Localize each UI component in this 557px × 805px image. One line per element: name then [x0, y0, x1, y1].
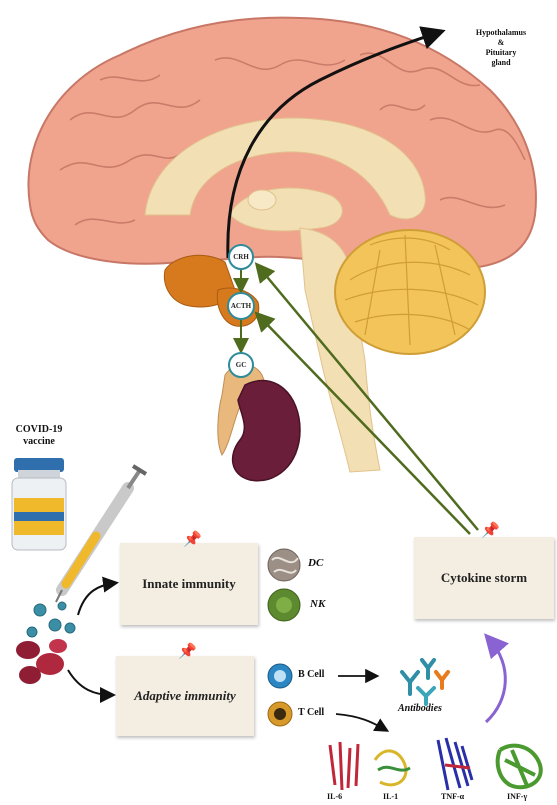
- t-cell-label: T Cell: [298, 707, 324, 718]
- il6-structure: [330, 742, 358, 790]
- pin-icon: 📌: [183, 533, 202, 548]
- il1-structure: [375, 751, 410, 785]
- innate-immunity-label: Innate immunity: [142, 576, 236, 592]
- hypothalamus-label-line2: Pituitary: [455, 48, 547, 58]
- vaccine-vial: [12, 458, 66, 550]
- arrow-to-innate: [78, 583, 115, 615]
- hypothalamus-label: Hypothalamus & Pituitary gland: [455, 28, 547, 68]
- hypothalamus-label-line1: Hypothalamus: [455, 28, 547, 38]
- vaccine-label-line1: COVID-19: [2, 424, 76, 436]
- red-blood-cells: [16, 639, 67, 684]
- dc-cell-icon: [268, 549, 300, 581]
- hypothalamus-label-amp: &: [455, 38, 547, 48]
- gc-node: GC: [228, 352, 254, 378]
- antibodies-icon: [402, 660, 448, 704]
- crh-node: CRH: [228, 244, 254, 270]
- tnf-structure: [438, 738, 472, 790]
- vaccine-label-line2: vaccine: [2, 436, 76, 448]
- kidney: [233, 381, 300, 481]
- adaptive-immunity-label: Adaptive immunity: [134, 688, 235, 704]
- arrow-to-cytokine-storm: [486, 640, 505, 722]
- cytokine-label-tnf: TNF-α: [441, 792, 464, 801]
- ifn-structure: [498, 746, 541, 788]
- vaccine-label: COVID-19 vaccine: [2, 424, 76, 448]
- pin-icon: 📌: [178, 645, 197, 660]
- adaptive-immunity-box: Adaptive immunity: [116, 656, 254, 736]
- acth-node: ACTH: [227, 292, 255, 320]
- cytokine-storm-box: Cytokine storm: [414, 537, 554, 619]
- cytokine-label-ifn: INF-γ: [507, 792, 527, 801]
- cytokine-label-il1: IL-1: [383, 792, 398, 801]
- arrow-to-adaptive: [68, 670, 112, 695]
- arrow-tcell-cytokines: [336, 714, 386, 730]
- nk-label: NK: [310, 598, 325, 610]
- dc-label: DC: [308, 557, 323, 569]
- cytokine-storm-label: Cytokine storm: [441, 570, 527, 586]
- b-cell-label: B Cell: [298, 669, 324, 680]
- pin-icon: 📌: [481, 524, 500, 539]
- virus-particles: [27, 602, 75, 637]
- antibodies-label: Antibodies: [398, 703, 442, 714]
- hypothalamus-label-line3: gland: [455, 58, 547, 68]
- innate-immunity-box: Innate immunity: [120, 543, 258, 625]
- cytokine-label-il6: IL-6: [327, 792, 342, 801]
